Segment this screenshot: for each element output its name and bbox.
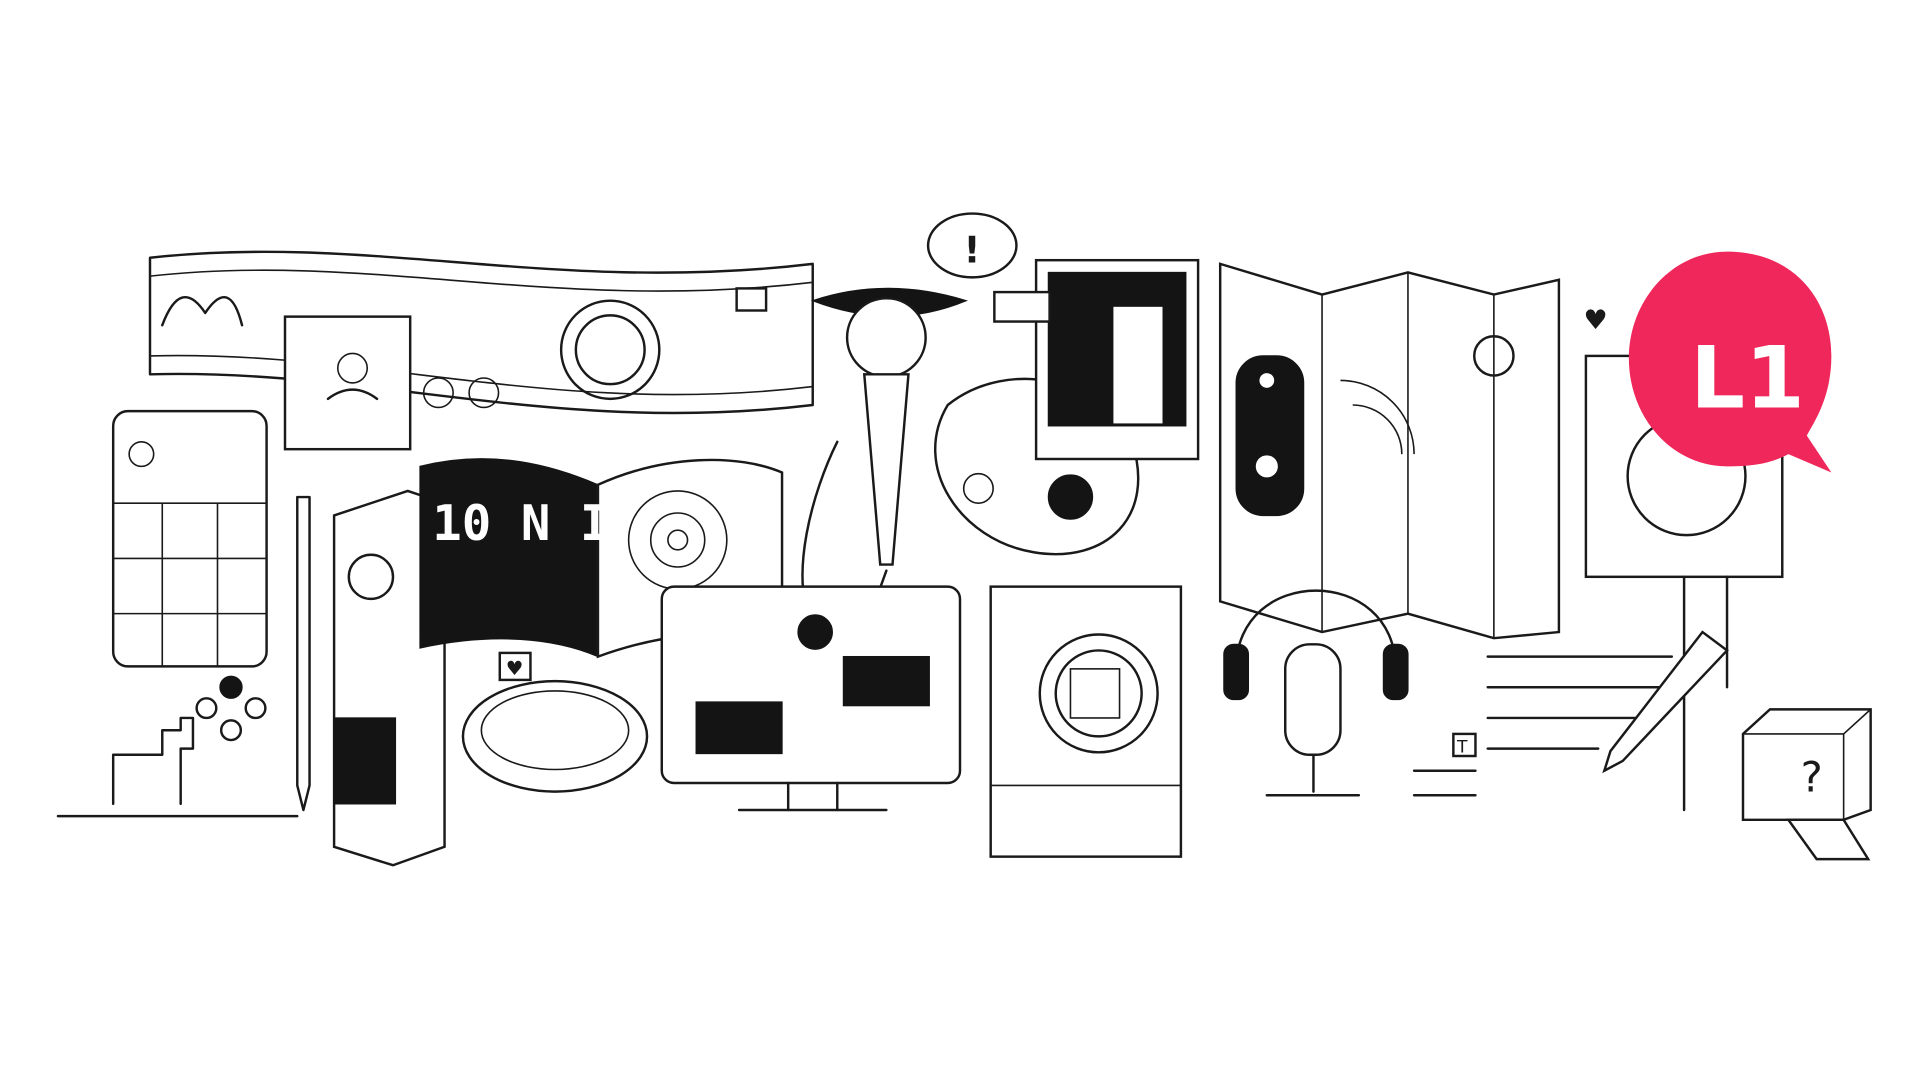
film-strip <box>148 250 814 415</box>
protest-photo <box>993 258 1200 461</box>
big-pencil <box>1602 630 1729 774</box>
open-book: 10 N IC 50 <box>419 458 784 659</box>
arrow-buttons <box>195 675 267 742</box>
svg-text:!: ! <box>964 229 981 272</box>
microphone <box>801 287 968 655</box>
tower-box <box>332 489 446 867</box>
heart-icon: ♥ <box>506 657 524 680</box>
podcast-mic <box>1223 589 1409 797</box>
logo-bubble-shape <box>1628 251 1832 473</box>
logo-bubble: L1 <box>1628 251 1832 473</box>
logo-text: L1 <box>1690 328 1805 428</box>
pixel-unicorn <box>111 716 195 806</box>
speech-bubble-exclamation: ! <box>926 212 1018 279</box>
pencil-sketch <box>296 495 311 812</box>
phone-sketch <box>111 409 268 668</box>
pixel-heart-icon: ♥ <box>1583 305 1607 336</box>
text-tool-icon: T <box>1456 737 1468 757</box>
mystery-box: ? <box>1741 708 1872 861</box>
sketch-card <box>283 315 412 451</box>
folding-brochure <box>1218 262 1561 640</box>
book-text: 10 N IC 50 <box>432 494 727 552</box>
monitor <box>660 585 962 812</box>
text-lines: T <box>1412 655 1674 797</box>
question-mark: ? <box>1801 753 1823 802</box>
pin-board: ♥ <box>461 651 649 793</box>
camera <box>989 585 1183 858</box>
